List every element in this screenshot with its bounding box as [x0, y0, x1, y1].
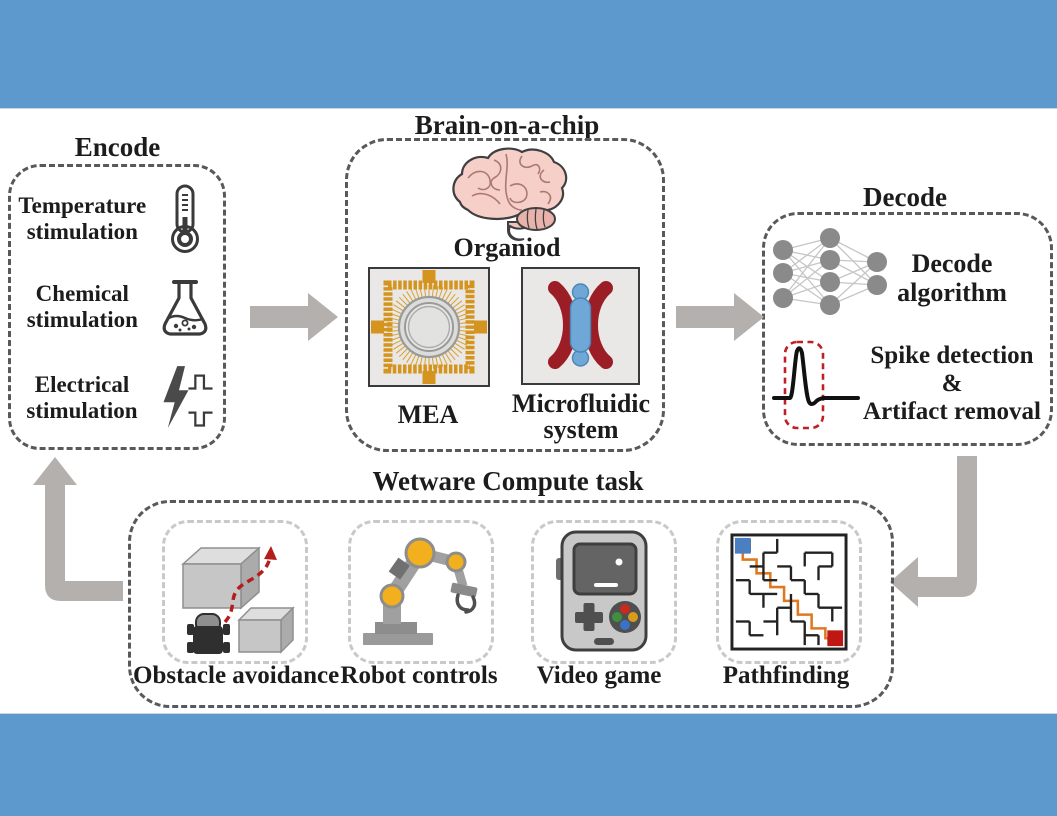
encode-item-temperature: Temperature stimulation	[14, 182, 216, 256]
maze-start-marker	[734, 537, 751, 554]
pathfinding-task-box	[716, 520, 862, 664]
arrow-encode-to-chip	[250, 293, 338, 341]
task-label-pathfinding: Pathfinding	[722, 662, 850, 689]
maze-icon	[730, 533, 848, 651]
decode-title: Decode	[863, 182, 947, 212]
bottom-blue-band	[0, 713, 1057, 816]
brain-on-a-chip-title: Brain-on-a-chip	[414, 110, 600, 140]
microfluidic-chip-icon	[521, 267, 640, 385]
microfluidic-label: Microfluidic system	[511, 389, 651, 444]
task-label-robot-controls: Robot controls	[340, 662, 498, 689]
thermometer-icon	[155, 183, 216, 255]
wetware-box	[128, 500, 894, 708]
arrow-wetware-to-encode	[33, 457, 123, 601]
mea-chip-icon	[368, 267, 490, 387]
decode-box	[762, 212, 1053, 446]
brain-on-a-chip-box	[345, 138, 665, 452]
game-console-icon	[556, 530, 648, 652]
spike-waveform-icon	[770, 336, 862, 432]
task-label-obstacle-avoidance: Obstacle avoidance	[133, 662, 340, 689]
brain-icon	[444, 146, 570, 242]
neural-network-icon	[766, 226, 892, 318]
robot-arm-icon	[363, 537, 478, 645]
maze-goal-marker	[827, 630, 844, 647]
arrow-decode-to-wetware	[890, 456, 977, 607]
task-label-video-game: Video game	[536, 662, 662, 689]
wetware-title: Wetware Compute task	[372, 466, 644, 496]
arrow-chip-to-decode	[676, 293, 764, 341]
encode-item-label: stimulation	[26, 219, 138, 244]
encode-title: Encode	[74, 132, 161, 162]
decode-algorithm-label: Decode algorithm	[897, 249, 1007, 307]
encode-item-label: Chemical	[35, 281, 129, 306]
obstacle-avoidance-icon	[181, 546, 295, 654]
top-blue-band	[0, 0, 1057, 109]
encode-item-electrical: Electrical stimulation	[14, 356, 216, 440]
encode-item-label: Temperature	[18, 193, 147, 218]
organoid-label: Organiod	[453, 233, 561, 262]
obstacle-avoidance-task-box	[162, 520, 308, 664]
encode-item-label: Electrical	[34, 372, 130, 397]
spike-detection-label: Spike detection & Artifact removal	[863, 342, 1041, 425]
encode-item-label: stimulation	[26, 398, 138, 423]
mea-label: MEA	[397, 400, 459, 429]
robot-controls-task-box	[348, 520, 494, 664]
encode-item-chemical: Chemical stimulation	[14, 268, 216, 346]
lightning-pulse-icon	[154, 359, 216, 437]
encode-box	[8, 164, 226, 450]
video-game-task-box	[531, 520, 677, 664]
flask-icon	[155, 274, 216, 340]
encode-item-label: stimulation	[26, 307, 138, 332]
